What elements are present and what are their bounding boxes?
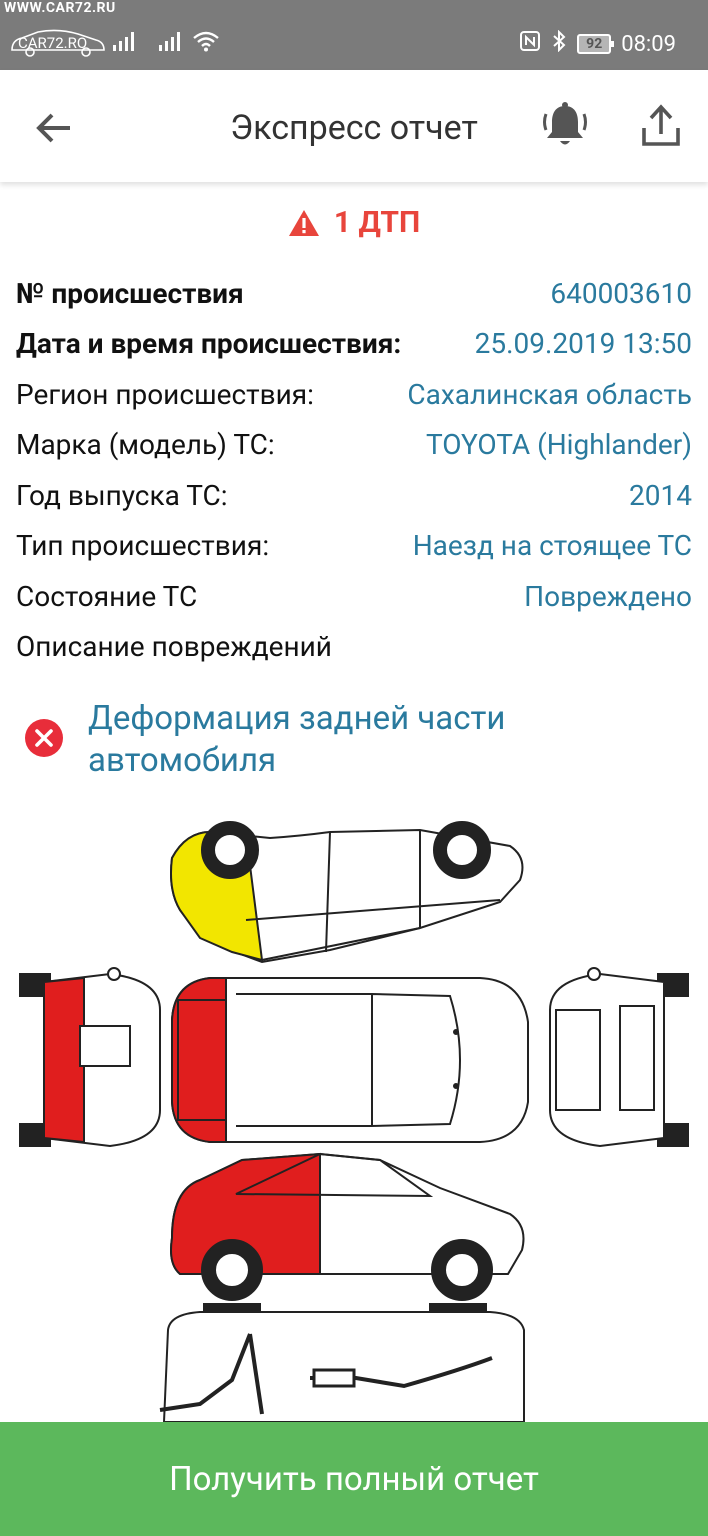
back-button[interactable] (30, 104, 78, 152)
wifi-icon (192, 30, 220, 56)
detail-label: Дата и время происшествия: (16, 327, 402, 361)
detail-label: Марка (модель) ТС: (16, 428, 275, 462)
accident-count-label: 1 ДТП (333, 205, 421, 240)
status-bar: WWW.CAR72.RU CAR72.RO 92 08:09 (0, 0, 708, 70)
share-icon (642, 104, 680, 146)
detail-row-datetime: Дата и время происшествия: 25.09.2019 13… (16, 319, 692, 370)
error-x-icon (25, 719, 63, 757)
detail-label: Тип происшествия: (16, 529, 270, 563)
car-front-view (549, 967, 689, 1148)
damage-description-line2: автомобиля (88, 741, 277, 780)
nfc-icon (519, 30, 541, 58)
signal-icon-2 (158, 30, 184, 56)
status-left: CAR72.RO (8, 24, 220, 62)
detail-label: Регион происшествия: (16, 377, 314, 411)
detail-label: Год выпуска ТС: (16, 478, 228, 512)
app-bar: Экспресс отчет (0, 70, 708, 182)
bluetooth-icon (551, 29, 567, 58)
detail-row-region: Регион происшествия: Сахалинская область (16, 369, 692, 420)
car-side-view-left (170, 821, 524, 964)
detail-row-vehicle-model: Марка (модель) ТС: TOYOTA (Highlander) (16, 420, 692, 471)
car-rear-view (19, 967, 161, 1148)
detail-value: TOYOTA (Highlander) (425, 428, 692, 462)
detail-label: № происшествия (16, 276, 244, 310)
watermark-text: WWW.CAR72.RU (4, 0, 116, 16)
detail-row-incident-number: № происшествия 640003610 (16, 268, 692, 319)
detail-label: Состояние ТС (16, 579, 198, 613)
logo-text: CAR72.RO (18, 34, 88, 52)
notifications-button[interactable] (540, 100, 590, 152)
details-list: № происшествия 640003610 Дата и время пр… (16, 268, 692, 672)
signal-icon (112, 30, 138, 56)
damage-item: Деформация задней части автомобиля (24, 698, 684, 782)
share-button[interactable] (636, 100, 686, 152)
detail-row-year: Год выпуска ТС: 2014 (16, 470, 692, 521)
car-side-view-right (170, 1152, 525, 1301)
detail-row-vehicle-state: Состояние ТС Повреждено (16, 571, 692, 622)
car-diagram-svg (19, 821, 689, 1422)
detail-value: Наезд на стоящее ТС (412, 529, 692, 563)
clock: 08:09 (621, 31, 676, 57)
car-damage-diagram (0, 810, 708, 1422)
detail-row-incident-type: Тип происшествия: Наезд на стоящее ТС (16, 521, 692, 572)
detail-label: Описание повреждений (16, 630, 332, 664)
status-right: 92 08:09 (519, 28, 676, 60)
damage-description: Деформация задней части автомобиля (88, 698, 505, 782)
page-title: Экспресс отчет (0, 108, 708, 148)
page-title-text: Экспресс отчет (230, 108, 478, 148)
get-full-report-button[interactable]: Получить полный отчет (0, 1422, 708, 1536)
car-bottom-view (159, 1303, 525, 1422)
detail-value: Повреждено (524, 579, 692, 613)
bell-icon (543, 102, 587, 145)
get-full-report-label: Получить полный отчет (169, 1459, 539, 1499)
damage-description-line1: Деформация задней части (88, 699, 506, 738)
detail-row-damage-description: Описание повреждений (16, 622, 692, 673)
car-top-view (171, 977, 529, 1143)
accident-count: 1 ДТП (0, 205, 708, 240)
car-logo-icon: CAR72.RO (8, 28, 105, 58)
battery-icon: 92 (577, 34, 615, 54)
detail-value: 25.09.2019 13:50 (474, 327, 692, 361)
detail-value: Сахалинская область (407, 377, 692, 411)
arrow-left-icon (36, 113, 70, 143)
detail-value: 640003610 (550, 276, 692, 310)
detail-value: 2014 (629, 478, 692, 512)
warning-triangle-icon (288, 209, 319, 236)
